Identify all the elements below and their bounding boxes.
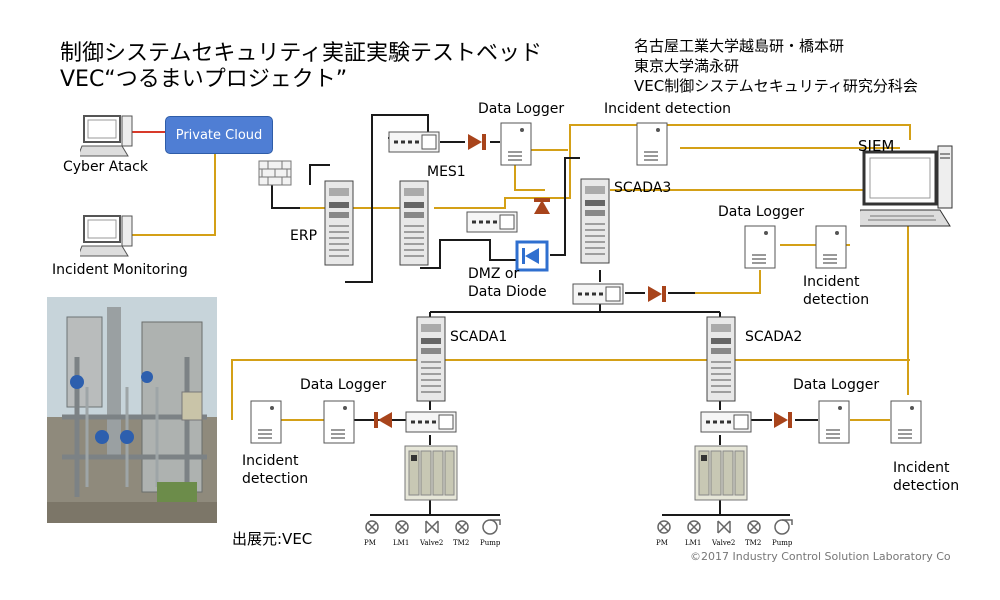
device-label-right-valve2: Valve2	[712, 539, 736, 547]
wire-dmz-scada3	[550, 157, 580, 256]
wire-monitoring-cloud	[130, 152, 216, 236]
wire-erp-mes-loop	[309, 114, 429, 283]
mes1-label: MES1	[427, 164, 466, 180]
exhibitor-label: 出展元:VEC	[232, 530, 313, 548]
data-logger-right-icon	[744, 225, 776, 269]
data-logger-top-icon	[500, 122, 532, 166]
scada1-label: SCADA1	[450, 329, 508, 345]
wire-plc-right-devices	[662, 500, 790, 516]
switch-dmz-icon	[466, 211, 518, 233]
incident-detection-right-line2: detection	[803, 292, 870, 308]
switch-scada1-icon	[405, 411, 457, 433]
org-nitech: 名古屋工業大学越島研・橋本研	[634, 37, 845, 55]
device-label-right-pump: Pump	[772, 539, 793, 547]
scada2-label: SCADA2	[745, 329, 803, 345]
device-label-right-tm2: TM2	[745, 539, 762, 547]
wire-left-bus	[231, 359, 910, 420]
title-line-2: VEC“つるまいプロジェクト”	[60, 67, 348, 92]
title-line-1: 制御システムセキュリティ実証実験テストベッド	[60, 41, 543, 66]
attacker-pc-icon	[80, 115, 133, 157]
incident-detection-left-line1: Incident	[242, 453, 299, 469]
siem-label: SIEM	[858, 137, 895, 155]
scada3-server-icon	[580, 178, 610, 264]
device-label-left-tm2: TM2	[453, 539, 470, 547]
wire-logger-diode	[514, 165, 545, 191]
dmz-data-diode-icon	[515, 240, 549, 272]
device-label-right-lm1: LM1	[685, 539, 702, 547]
wire-backbone-mes-scada3	[434, 197, 540, 209]
data-diode-vertical-icon	[534, 198, 550, 214]
device-label-left-lm1: LM1	[393, 539, 410, 547]
scada3-label: SCADA3	[614, 180, 672, 196]
switch-scada2-icon	[700, 411, 752, 433]
field-devices-left-icons	[365, 519, 501, 535]
incident-detection-right-line1: Incident	[803, 274, 860, 290]
incident-detection-right-icon	[815, 225, 847, 269]
data-logger-left-label: Data Logger	[300, 377, 387, 393]
testbed-photo	[47, 297, 217, 523]
org-vec: VEC制御システムセキュリティ研究分科会	[634, 77, 918, 95]
data-logger-top-label: Data Logger	[478, 101, 565, 117]
device-label-left-pump: Pump	[480, 539, 501, 547]
incident-detection-top-label: Incident detection	[604, 101, 732, 117]
siem-workstation-icon	[860, 145, 953, 227]
plc-left-icon	[404, 445, 458, 501]
incident-monitoring-label: Incident Monitoring	[52, 262, 188, 278]
device-label-right-pm: PM	[656, 539, 668, 547]
firewall-icon	[258, 160, 292, 186]
data-diode-scada2-icon	[774, 412, 792, 428]
cyber-attack-label: Cyber Atack	[63, 159, 148, 175]
dmz-label-line2: Data Diode	[468, 284, 547, 300]
switch-mes-icon	[388, 131, 440, 153]
monitoring-pc-icon	[80, 215, 133, 257]
incident-detection-bottom-right-line2: detection	[893, 478, 960, 494]
erp-label: ERP	[290, 228, 318, 244]
field-devices-right-icons	[657, 519, 793, 535]
testbed-photo-illustration	[47, 297, 217, 523]
mes1-server-icon	[399, 180, 429, 266]
switch-level-icon	[572, 283, 624, 305]
incident-detection-top-icon	[636, 122, 668, 166]
wire-top-bus	[540, 124, 911, 199]
data-logger-bottom-right-label: Data Logger	[793, 377, 880, 393]
incident-detection-left-icon	[250, 400, 282, 444]
org-utokyo: 東京大学満永研	[634, 57, 740, 75]
private-cloud-node: Private Cloud	[165, 116, 273, 154]
wire-mes-dmz	[420, 239, 520, 269]
incident-detection-bottom-right-icon	[890, 400, 922, 444]
incident-detection-bottom-right-line1: Incident	[893, 460, 950, 476]
plc-right-icon	[694, 445, 748, 501]
wire-plc-left-devices	[370, 500, 500, 516]
wire-level-bus	[429, 302, 721, 330]
copyright-text: ©2017 Industry Control Solution Laborato…	[690, 550, 951, 563]
private-cloud-label: Private Cloud	[175, 127, 263, 143]
erp-server-icon	[324, 180, 354, 266]
data-logger-left-icon	[323, 400, 355, 444]
dmz-label-line1: DMZ or	[468, 266, 520, 282]
scada1-server-icon	[416, 316, 446, 402]
incident-detection-left-line2: detection	[242, 471, 309, 487]
data-diode-level-icon	[648, 286, 666, 302]
data-diode-scada1-icon	[374, 412, 392, 428]
wire-firewall-erp	[271, 185, 300, 209]
data-diode-mes-icon	[468, 134, 486, 150]
data-logger-right-label: Data Logger	[718, 204, 805, 220]
data-logger-bottom-right-icon	[818, 400, 850, 444]
wire-right-logger	[695, 270, 761, 294]
device-label-left-valve2: Valve2	[420, 539, 444, 547]
device-label-left-pm: PM	[364, 539, 376, 547]
scada2-server-icon	[706, 316, 736, 402]
